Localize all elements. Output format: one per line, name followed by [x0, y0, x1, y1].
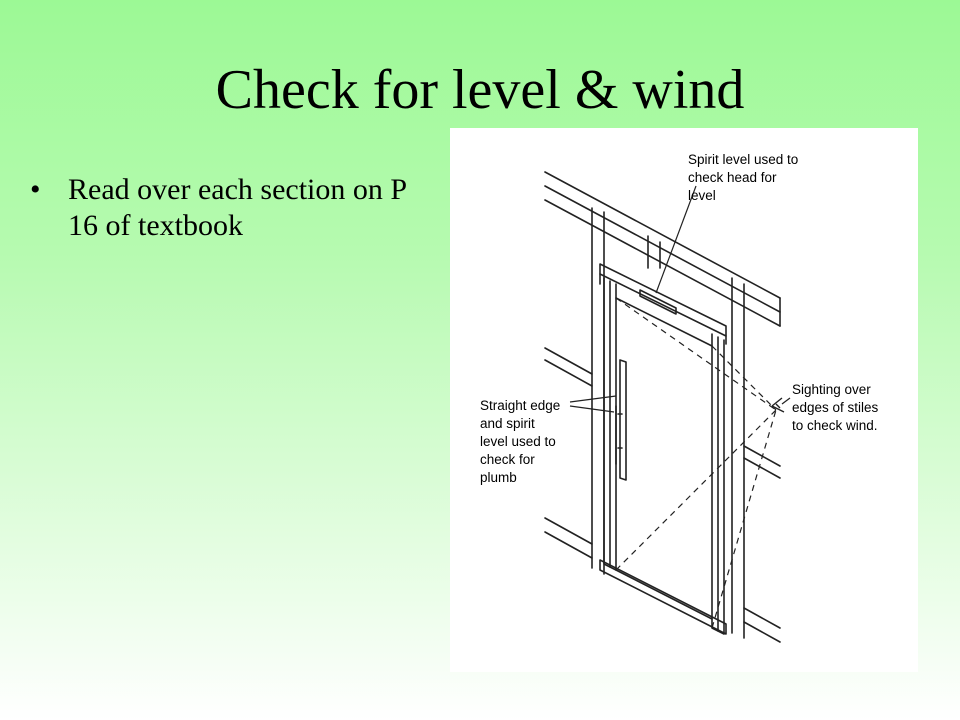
bullet-dot-icon: •	[30, 173, 41, 206]
callout-line: check head for	[688, 170, 777, 185]
door-frame-diagram: Spirit level used to check head for leve…	[450, 128, 918, 672]
callout-line: Spirit level used to	[688, 152, 798, 167]
eye-icon	[771, 397, 785, 413]
callout-line: level	[688, 188, 716, 203]
callout-line: Straight edge	[480, 398, 560, 413]
callout-line: edges of stiles	[792, 400, 879, 415]
bullet-list: • Read over each section on P 16 of text…	[30, 172, 430, 244]
callout-line: check for	[480, 452, 535, 467]
callout-line: and spirit	[480, 416, 535, 431]
callout-sighting-wind: Sighting over edges of stiles to check w…	[792, 382, 882, 433]
door-frame-drawing: Spirit level used to check head for leve…	[480, 152, 882, 643]
slide-title: Check for level & wind	[215, 59, 745, 121]
bullet-text: Read over each section on P 16 of textbo…	[68, 173, 406, 242]
callout-straight-edge-plumb: Straight edge and spirit level used to c…	[480, 398, 564, 485]
bullet-item: • Read over each section on P 16 of text…	[30, 172, 430, 244]
callout-line: Sighting over	[792, 382, 871, 397]
callout-spirit-level-head: Spirit level used to check head for leve…	[688, 152, 802, 203]
callout-line: plumb	[480, 470, 517, 485]
callout-line: to check wind.	[792, 418, 878, 433]
callout-line: level used to	[480, 434, 556, 449]
